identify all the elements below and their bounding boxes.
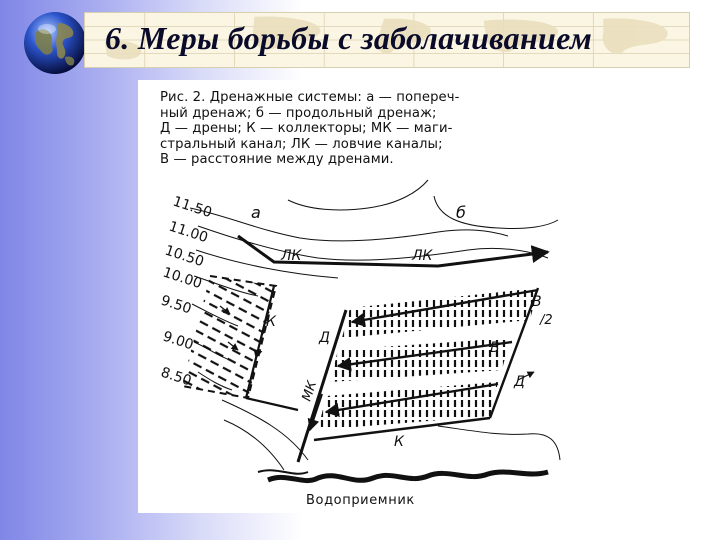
label-k-left: К: [266, 314, 277, 330]
contour-label-900: 9.00: [161, 329, 196, 354]
label-lk-right: ЛК: [411, 248, 434, 264]
drainage-figure: 11.50 11.00 10.50 10.00 9.50 9.00 8.50: [138, 80, 570, 513]
globe-icon: [24, 12, 86, 74]
contour-label-1100: 11.00: [167, 219, 210, 247]
label-d-center: Д: [318, 330, 330, 346]
label-b-half: /2: [539, 313, 553, 328]
label-k-bottom: К: [394, 434, 405, 450]
title-banner: 6. Меры борьбы с заболачиванием: [84, 12, 690, 68]
caption-line: стральный канал; ЛК — ловчие каналы;: [160, 136, 443, 152]
label-mk: МК: [300, 378, 321, 403]
label-b: б: [456, 203, 466, 222]
contour-label-1150: 11.50: [171, 194, 214, 222]
slide-title: 6. Меры борьбы с заболачиванием: [105, 20, 593, 56]
label-d-right: Д: [513, 374, 525, 390]
caption-line: Рис. 2. Дренажные системы: а — попереч-: [160, 90, 460, 105]
receiver-label: Водоприемник: [306, 493, 415, 508]
label-b-top: В: [532, 294, 542, 310]
figure-caption: Рис. 2. Дренажные системы: а — попереч- …: [160, 90, 560, 168]
drainage-diagram: 11.50 11.00 10.50 10.00 9.50 9.00 8.50: [159, 179, 561, 508]
caption-line: Д — дрены; К — коллекторы; МК — маги-: [160, 121, 453, 136]
caption-line: ный дренаж; б — продольный дренаж;: [160, 105, 437, 121]
world-map-background: [85, 13, 689, 67]
label-lk-left: ЛК: [280, 248, 303, 264]
label-a: а: [251, 203, 261, 222]
caption-line: В — расстояние между дренами.: [160, 152, 394, 167]
label-b-mid: В: [490, 340, 500, 356]
contour-label-950: 9.50: [159, 293, 194, 318]
